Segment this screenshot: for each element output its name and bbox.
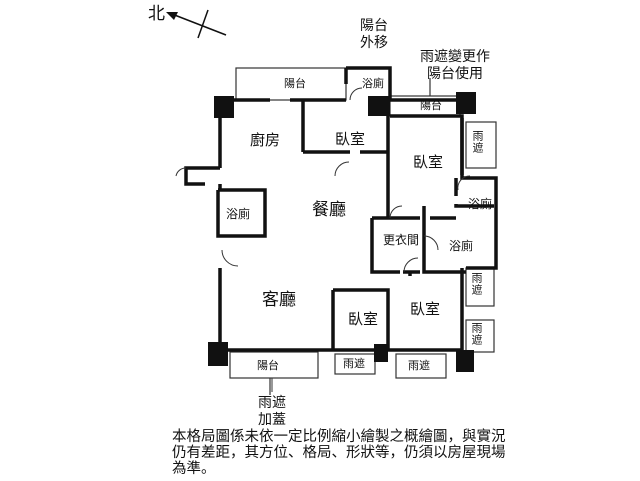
room-kitchen: 廚房 [250,131,281,149]
room-bath-right: 浴廁 [468,197,493,211]
room-bedroom-bottom: 臥室 [410,300,441,318]
leader-lines [271,82,431,392]
room-canopy-right-3: 雨遮 [470,322,483,346]
room-balcony-top: 陽台 [284,77,306,90]
room-bedroom-right: 臥室 [413,153,444,171]
callout-canopy-change: 雨遮變更作 陽台使用 [420,49,490,83]
callout-line: 陽台使用 [427,66,483,82]
room-bath-top: 浴廁 [362,77,384,90]
room-living: 客廳 [262,290,296,310]
balconies-outline [229,67,497,395]
room-bath-left: 浴廁 [226,207,251,221]
callout-balcony-move: 陽台 外移 [360,18,388,52]
callout-line: 加蓋 [258,412,286,428]
room-bedroom-top: 臥室 [335,130,366,148]
callout-canopy-cover: 雨遮 加蓋 [258,395,286,429]
room-bath-mid: 浴廁 [449,239,474,253]
room-canopy-right-1: 雨遮 [471,130,484,154]
callout-line: 雨遮 [258,395,286,411]
room-dining: 餐廳 [312,200,346,220]
room-closet: 更衣間 [383,233,420,247]
north-arrow-icon [166,9,227,39]
callout-line: 雨遮變更作 [420,49,490,65]
compass-label: 北 [148,4,165,24]
columns [208,92,476,372]
room-canopy-bottom-1: 雨遮 [343,357,365,370]
room-balcony-bottom: 陽台 [257,359,279,372]
disclaimer-text: 本格局圖係未依一定比例縮小繪製之概繪圖，與實況仍有差距，其方位、格局、形狀等，仍… [172,429,506,477]
callout-line: 外移 [360,35,388,51]
callout-line: 陽台 [360,18,388,34]
room-canopy-right-2: 雨遮 [470,272,483,296]
doors [175,87,471,273]
room-balcony-right: 陽台 [420,99,442,112]
room-bedroom-small: 臥室 [348,310,379,328]
room-canopy-bottom-2: 雨遮 [408,359,430,372]
